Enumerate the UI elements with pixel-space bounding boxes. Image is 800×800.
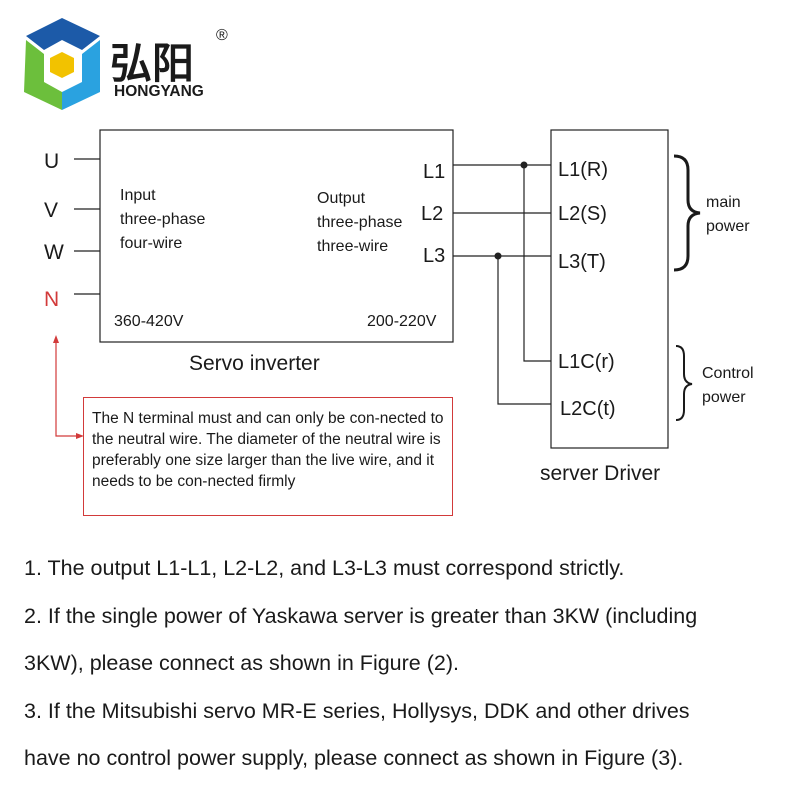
- note-pointer-arrow-right-icon: [76, 433, 84, 439]
- driver-terminal-l2ct: L2C(t): [560, 398, 616, 420]
- inverter-box: [99, 129, 454, 343]
- output-text-1: Output: [317, 190, 366, 207]
- output-l3-label: L3: [423, 245, 445, 267]
- logo-mark-icon: [24, 18, 100, 110]
- wiring-diagram: U V W N Input three-phase four-wire Outp…: [44, 129, 754, 485]
- brace-main-label-2: power: [706, 218, 750, 235]
- output-l1-label: L1: [423, 161, 445, 183]
- brace-control-label-2: power: [702, 389, 746, 406]
- output-text-2: three-phase: [317, 214, 402, 231]
- output-l2-label: L2: [421, 203, 443, 225]
- terminal-w-label: W: [44, 241, 64, 264]
- terminal-v-label: V: [44, 199, 58, 222]
- logo-name-cn: 弘阳: [110, 40, 194, 87]
- instruction-line-5: have no control power supply, please con…: [24, 746, 684, 770]
- logo-registered-mark: ®: [216, 27, 228, 44]
- terminal-u-label: U: [44, 150, 59, 173]
- driver-terminal-l2s: L2(S): [558, 203, 607, 225]
- brace-control-label-1: Control: [702, 365, 754, 382]
- note-pointer-line: [55, 341, 80, 437]
- output-text-3: three-wire: [317, 238, 388, 255]
- hongyang-logo: 弘阳 ® HONGYANG: [24, 18, 228, 110]
- driver-terminal-l1cr: L1C(r): [558, 351, 615, 373]
- input-text-3: four-wire: [120, 235, 182, 252]
- driver-terminal-l1r: L1(R): [558, 159, 608, 181]
- junction-dot-l3: [494, 252, 502, 260]
- instruction-line-2: 2. If the single power of Yaskawa server…: [24, 603, 698, 628]
- instruction-line-1: 1. The output L1-L1, L2-L2, and L3-L3 mu…: [24, 556, 625, 580]
- logo-name-en: HONGYANG: [114, 83, 204, 100]
- driver-caption: server Driver: [540, 462, 660, 485]
- output-voltage: 200-220V: [367, 313, 437, 330]
- input-text-2: three-phase: [120, 211, 205, 228]
- driver-terminal-l3t: L3(T): [558, 251, 606, 273]
- wire-l1c: [523, 165, 551, 362]
- driver-box: [550, 129, 669, 449]
- input-text-1: Input: [120, 187, 156, 204]
- wire-l2c: [497, 256, 551, 405]
- input-voltage: 360-420V: [114, 313, 184, 330]
- brace-main-power: [673, 154, 701, 272]
- terminal-n-label: N: [44, 288, 59, 311]
- brace-control-power: [675, 345, 693, 421]
- inverter-caption: Servo inverter: [189, 352, 320, 375]
- junction-dot-l1: [520, 161, 528, 169]
- note-pointer-arrow-up-icon: [53, 335, 59, 343]
- neutral-wire-note: The N terminal must and can only be con-…: [83, 397, 453, 516]
- instruction-line-3: 3KW), please connect as shown in Figure …: [24, 651, 459, 675]
- brace-main-label-1: main: [706, 194, 741, 211]
- instruction-list: 1. The output L1-L1, L2-L2, and L3-L3 mu…: [24, 548, 794, 786]
- instruction-line-4: 3. If the Mitsubishi servo MR-E series, …: [24, 698, 690, 723]
